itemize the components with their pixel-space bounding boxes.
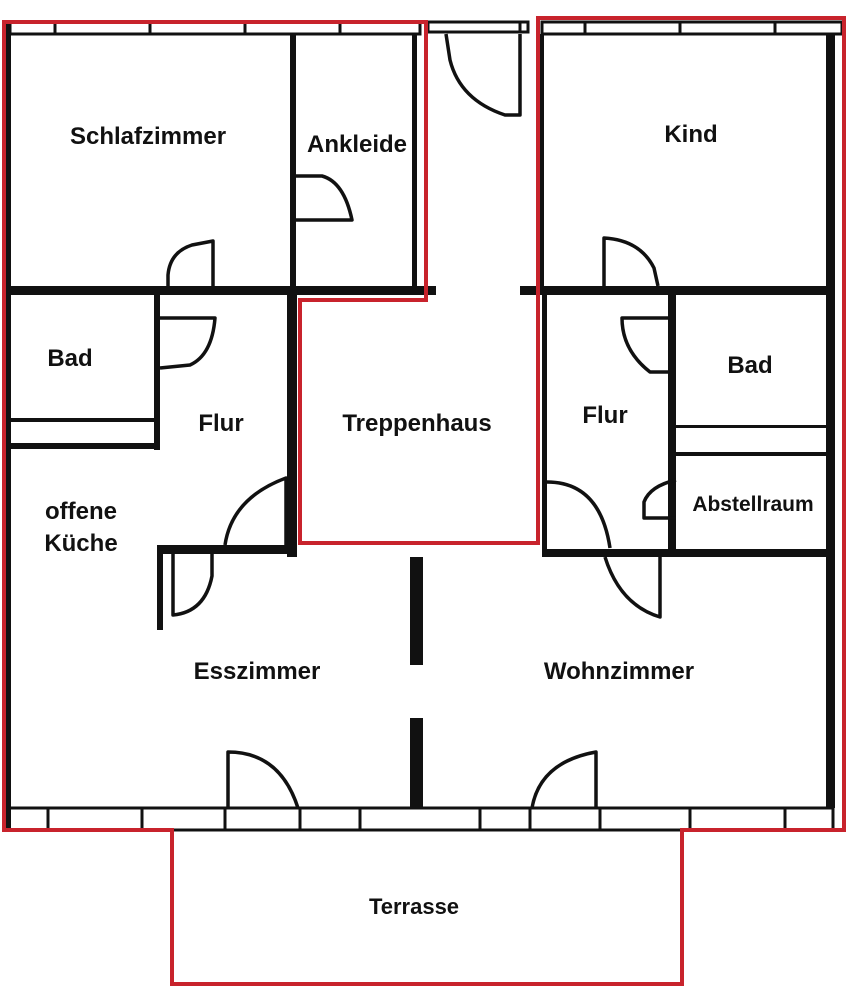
door-abstellraum bbox=[642, 478, 677, 520]
door-flur-left bbox=[223, 476, 288, 546]
label-abstellraum: Abstellraum bbox=[692, 493, 813, 516]
label-schlafzimmer: Schlafzimmer bbox=[70, 123, 226, 150]
door-wohnzimmer bbox=[603, 556, 662, 619]
label-kueche-line1: offene bbox=[45, 498, 117, 525]
door-wohnzimmer-terrace bbox=[530, 750, 598, 809]
label-wohnzimmer: Wohnzimmer bbox=[544, 658, 694, 685]
door-schlafzimmer bbox=[166, 239, 215, 286]
door-kueche bbox=[171, 554, 214, 617]
room-labels: Schlafzimmer Ankleide Kind Bad Flur Trep… bbox=[44, 121, 813, 919]
label-kueche-line2: Küche bbox=[44, 530, 117, 557]
label-esszimmer: Esszimmer bbox=[194, 658, 321, 685]
label-ankleide: Ankleide bbox=[307, 131, 407, 158]
bottom-window-strip bbox=[6, 806, 835, 832]
label-kind: Kind bbox=[664, 121, 717, 148]
label-flur-right: Flur bbox=[582, 402, 627, 429]
door-bad-right bbox=[620, 316, 668, 374]
walls bbox=[4, 22, 835, 830]
door-kind bbox=[602, 236, 660, 287]
apartment-outline-left bbox=[2, 16, 846, 986]
door-flur-right bbox=[546, 480, 612, 549]
label-treppenhaus: Treppenhaus bbox=[342, 410, 491, 437]
label-bad-left: Bad bbox=[47, 345, 92, 372]
door-esszimmer-terrace bbox=[226, 750, 300, 809]
label-flur-left: Flur bbox=[198, 410, 243, 437]
door-bad-left bbox=[159, 316, 217, 370]
highlight-outlines bbox=[2, 16, 846, 986]
doors bbox=[159, 33, 677, 809]
door-entrance bbox=[444, 33, 522, 117]
label-bad-right: Bad bbox=[727, 352, 772, 379]
label-terrasse: Terrasse bbox=[369, 894, 459, 919]
door-ankleide bbox=[296, 174, 354, 222]
